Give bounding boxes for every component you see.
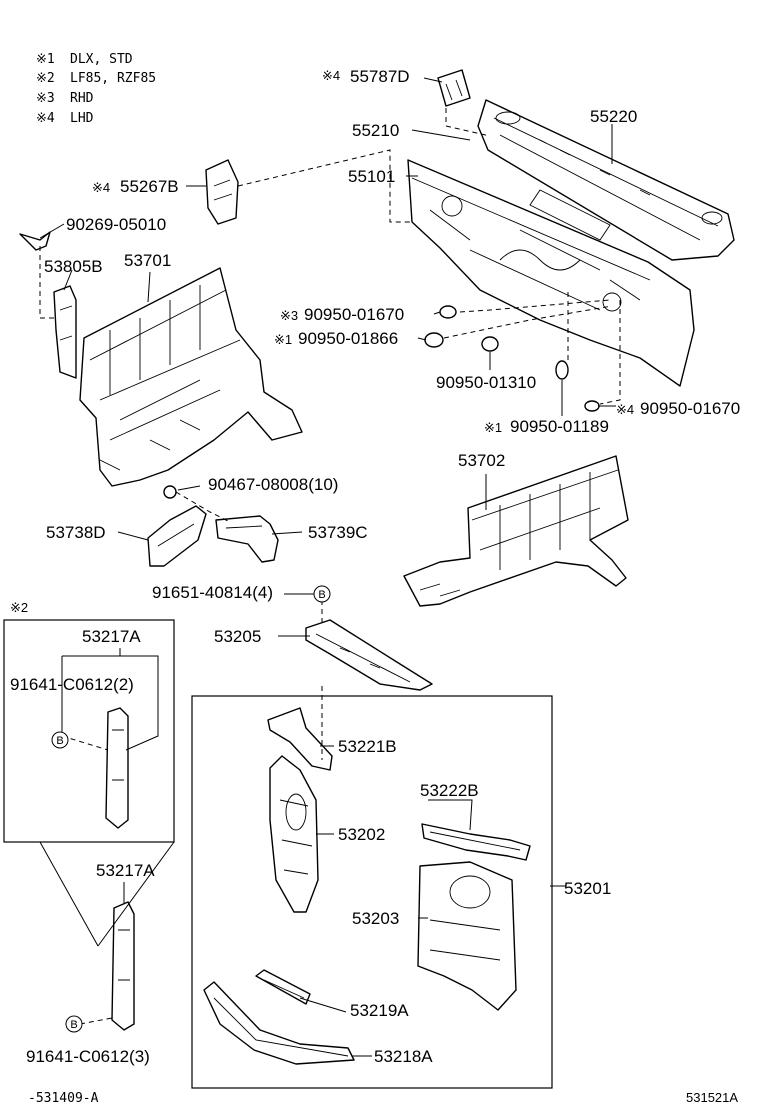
label-91651-40814: 91651-40814(4) [152, 583, 273, 602]
part-53702 [403, 455, 629, 607]
part-53739C [215, 515, 279, 563]
part-53219A [255, 969, 311, 1005]
assembly-dashes [39, 108, 621, 1025]
grommet-90950-01670-b [584, 400, 600, 412]
note-3-text: RHD [70, 91, 94, 106]
label-55787D: 55787D [350, 67, 410, 86]
footer-code-left: -531409-A [28, 1091, 99, 1106]
note-4-mark: ※4 [36, 111, 55, 126]
mark-4-55267B: ※4 [92, 180, 110, 195]
notes-legend: ※1 DLX, STD ※2 LF85, RZF85 ※3 RHD ※4 LHD [36, 52, 156, 126]
label-53218A: 53218A [374, 1047, 433, 1066]
label-53219A: 53219A [350, 1001, 409, 1020]
label-90467-08008: 90467-08008(10) [208, 475, 338, 494]
label-90950-01189: 90950-01189 [510, 417, 609, 436]
label-53738D: 53738D [46, 523, 106, 542]
assembly-box-53201 [191, 695, 553, 1089]
ref-circle-b-top: B [313, 585, 331, 603]
grommet-90950-01866 [424, 332, 444, 348]
part-53218A [203, 981, 355, 1065]
grommet-90950-01189 [555, 360, 569, 380]
part-53222B [421, 823, 531, 861]
part-53805B [53, 285, 77, 379]
leader-lines [39, 77, 616, 1057]
mark-1-grommet-b: ※1 [484, 420, 502, 435]
ref-circle-b-bottom: B [65, 1015, 83, 1033]
part-55101 [407, 159, 695, 387]
ref-circle-b-mid: B [51, 731, 69, 749]
ref-b-top-letter: B [318, 589, 325, 601]
grommet-90950-01670-a [439, 305, 457, 319]
label-53805B: 53805B [44, 257, 103, 276]
ref-b-mid-letter: B [56, 735, 63, 747]
part-55267B [205, 159, 239, 225]
mark-3-grommet: ※3 [280, 308, 298, 323]
label-53201: 53201 [564, 879, 611, 898]
label-53701: 53701 [124, 251, 171, 270]
mark-1-grommet: ※1 [274, 332, 292, 347]
label-53739C: 53739C [308, 523, 368, 542]
part-53701 [79, 267, 303, 487]
note-3-mark: ※3 [36, 91, 55, 106]
note-2-mark: ※2 [36, 71, 55, 86]
label-55101: 55101 [348, 167, 395, 186]
note-4-text: LHD [70, 111, 94, 126]
label-53217A-upper: 53217A [82, 627, 141, 646]
label-55210: 55210 [352, 121, 399, 140]
note-2-text: LF85, RZF85 [70, 71, 156, 86]
mark-2-variant: ※2 [10, 600, 28, 615]
ref-b-bottom-letter: B [70, 1019, 77, 1031]
label-90950-01310: 90950-01310 [436, 373, 536, 392]
label-91641-C0612-2: 91641-C0612(2) [10, 675, 134, 694]
label-55267B: 55267B [120, 177, 179, 196]
note-1-mark: ※1 [36, 52, 55, 67]
part-labels: ※4 55787D 55220 55210 55101 ※4 55267B 90… [10, 67, 740, 1066]
label-53205: 53205 [214, 627, 261, 646]
variant-box-lf85 [3, 619, 175, 843]
mark-4-grommet: ※4 [616, 402, 634, 417]
label-53203: 53203 [352, 909, 399, 928]
part-55787D [437, 69, 471, 107]
label-53222B: 53222B [420, 781, 479, 800]
part-53203 [417, 861, 517, 1011]
part-53221B [267, 707, 333, 771]
part-53217A-upper [105, 707, 129, 829]
part-90467-08008 [163, 485, 177, 499]
label-55220: 55220 [590, 107, 637, 126]
label-90950-01670-a: 90950-01670 [304, 305, 404, 324]
part-90269-05010 [19, 231, 51, 251]
label-90269-05010: 90269-05010 [66, 215, 166, 234]
label-91641-C0612-3: 91641-C0612(3) [26, 1047, 150, 1066]
part-53217A-lower [111, 901, 135, 1031]
label-53202: 53202 [338, 825, 385, 844]
variant-box-pointer [39, 841, 175, 947]
part-55220 [477, 99, 735, 261]
part-53202 [269, 755, 319, 913]
footer-code-right: 531521A [686, 1090, 738, 1105]
label-53702: 53702 [458, 451, 505, 470]
grommet-90950-01310 [481, 336, 499, 352]
label-90950-01670-b: 90950-01670 [640, 399, 740, 418]
label-53217A-lower: 53217A [96, 861, 155, 880]
part-53738D [147, 505, 207, 567]
label-90950-01866: 90950-01866 [298, 329, 398, 348]
mark-4-55787D: ※4 [322, 68, 340, 83]
label-53221B: 53221B [338, 737, 397, 756]
part-53205 [305, 619, 433, 691]
note-1-text: DLX, STD [70, 52, 133, 67]
